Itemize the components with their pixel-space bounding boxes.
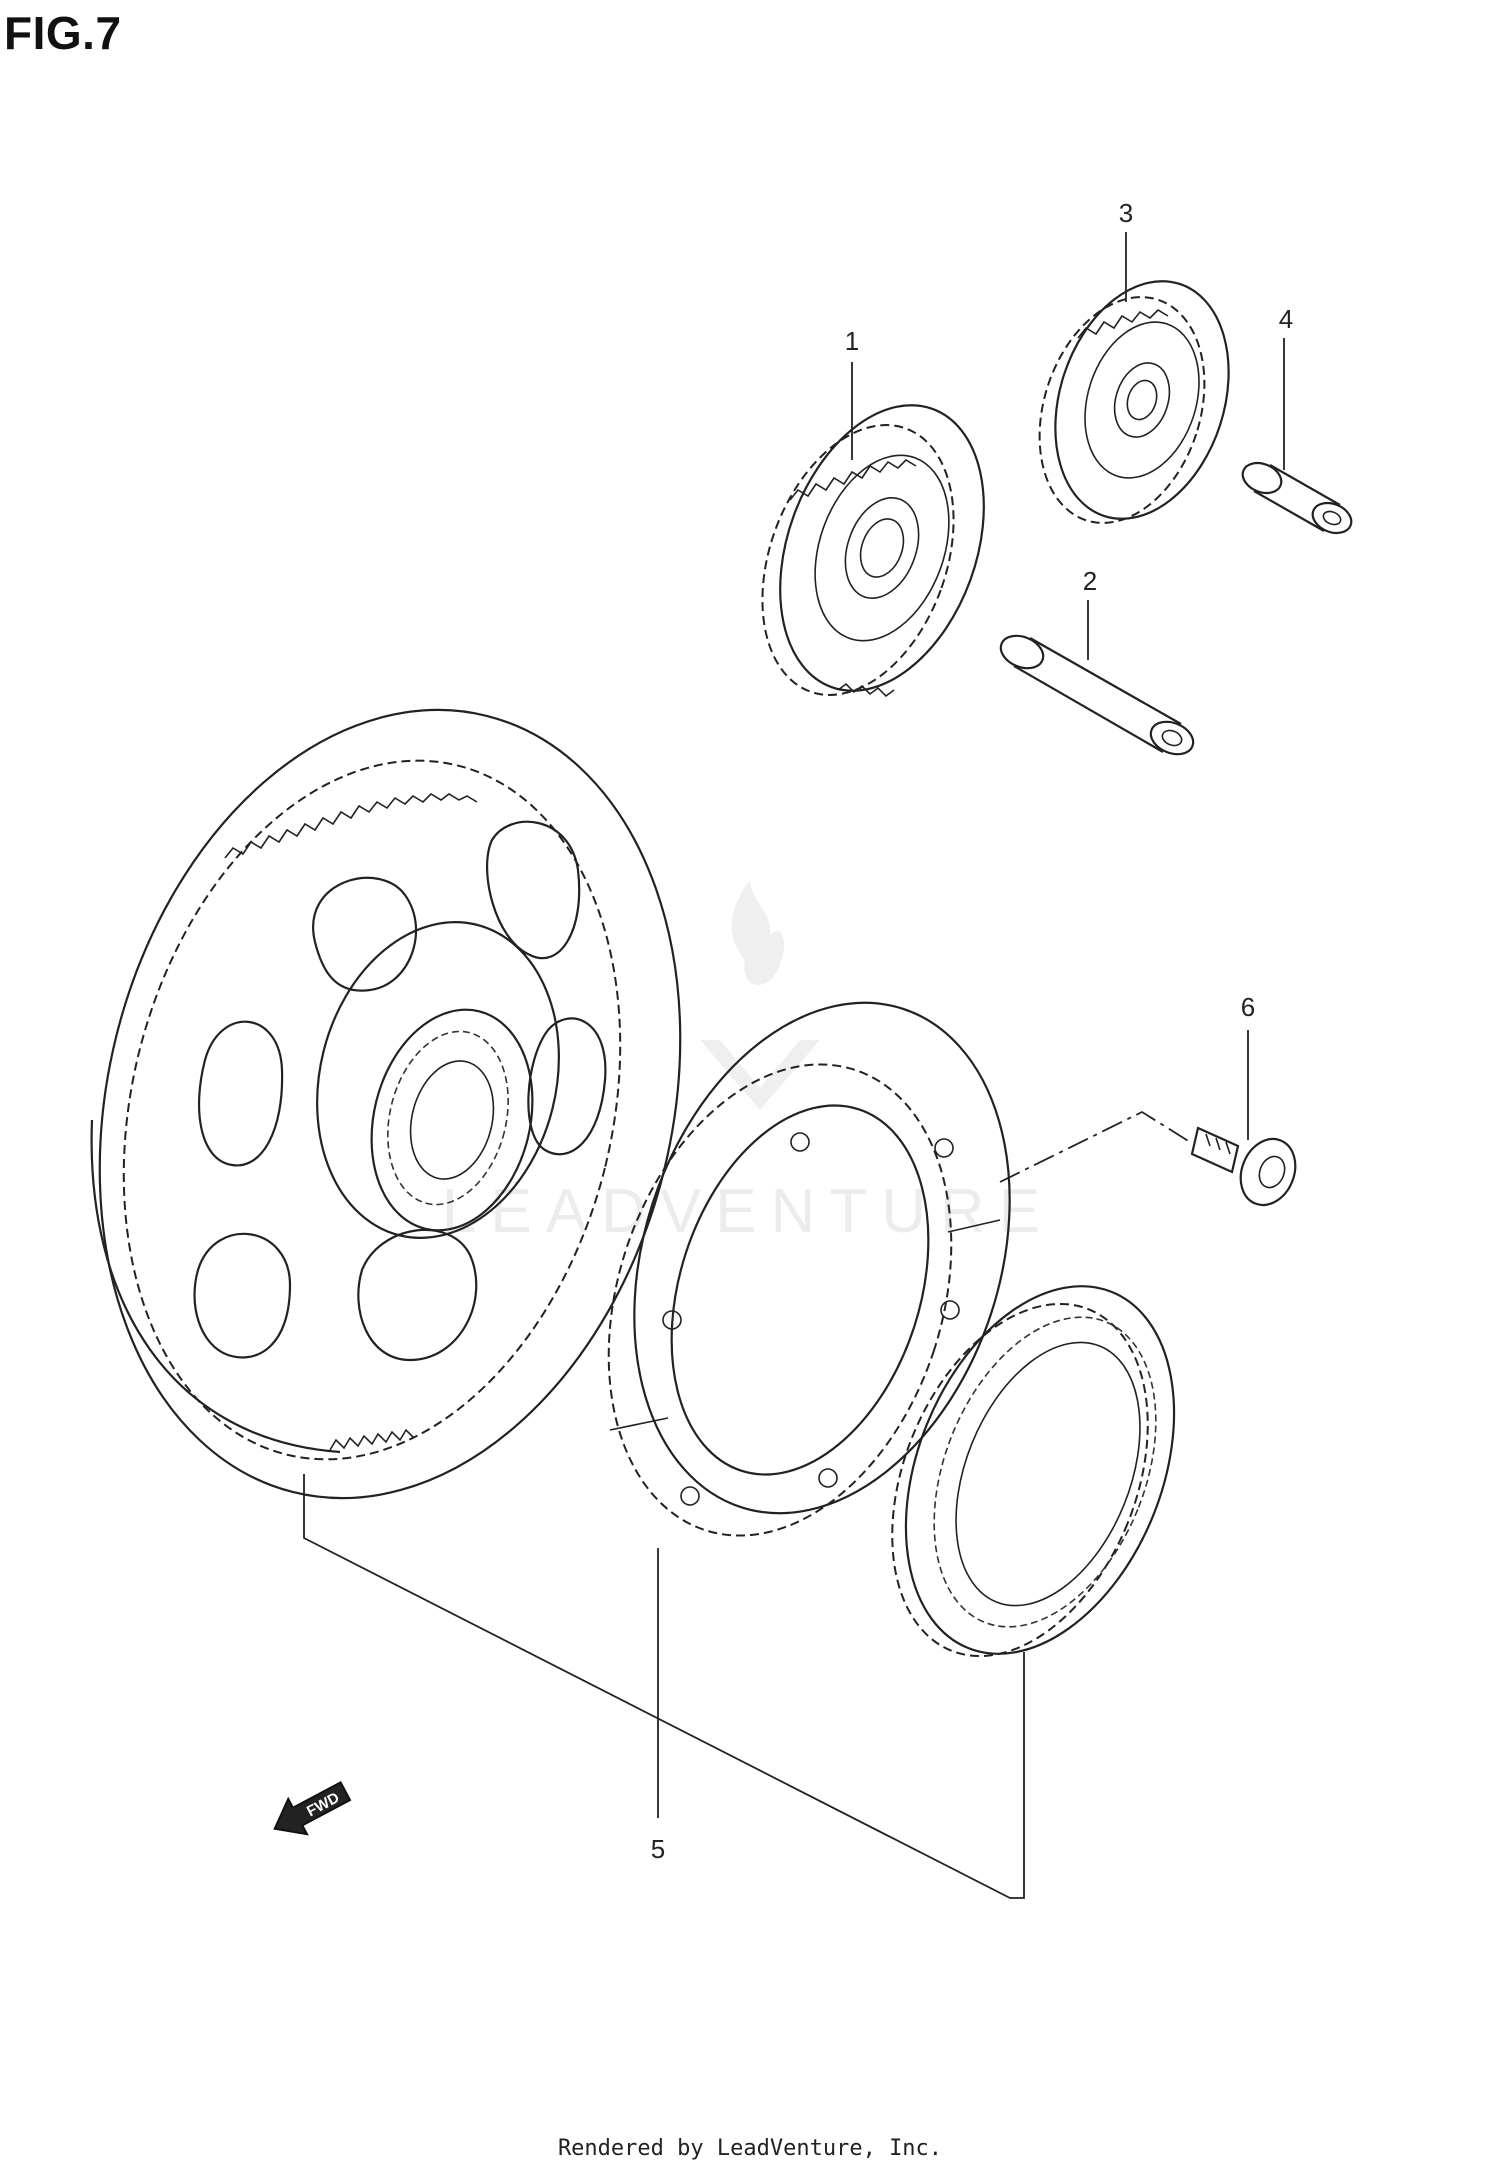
one-way-clutch-bearing — [891, 1285, 1176, 1658]
watermark-text: LEADVENTURE — [442, 1177, 1054, 1246]
leader-5-bracket — [303, 1474, 1025, 1899]
idle-gear-shaft-no1 — [999, 634, 1195, 756]
arrow-left-icon — [273, 1781, 352, 1836]
callout-2: 2 — [1083, 566, 1097, 596]
watermark-logo: LEADVENTURE — [442, 880, 1054, 1246]
starter-idle-gear-no2 — [1038, 280, 1230, 524]
fwd-arrow: FWD — [273, 1781, 352, 1836]
v-logo-icon — [700, 1040, 820, 1110]
flame-icon — [731, 880, 785, 985]
callout-4: 4 — [1279, 304, 1293, 334]
starter-idle-gear-no1 — [761, 404, 985, 698]
callout-6: 6 — [1241, 992, 1255, 1022]
callout-3: 3 — [1119, 198, 1133, 228]
footer-credit: Rendered by LeadVenture, Inc. — [557, 2136, 943, 2161]
starter-clutch-housing — [607, 1001, 1011, 1537]
bolt-leader-line — [999, 1110, 1191, 1183]
callout-1: 1 — [845, 326, 859, 356]
figure-title: FIG.7 — [4, 7, 122, 59]
callout-5: 5 — [651, 1834, 665, 1864]
idle-gear-shaft-no2 — [1241, 461, 1353, 535]
starter-driven-gear — [90, 708, 682, 1500]
clutch-bolt — [1190, 1126, 1297, 1207]
